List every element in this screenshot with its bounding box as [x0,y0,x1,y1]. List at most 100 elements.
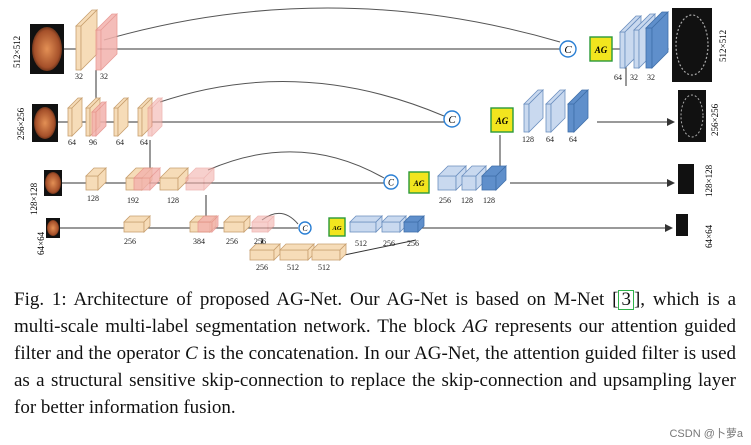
l2-enc-block-front [137,107,143,137]
l2-dec-block-side [573,89,589,133]
input-label-128: 128×128 [29,182,39,215]
l4-enc-block-front [197,221,213,233]
output-label-512: 512×512 [718,30,728,62]
l4-enc-block-side [211,215,219,233]
l2-enc-block-side [151,97,163,137]
bottleneck-block-front [279,249,309,261]
concat-label-level1: C [564,44,572,56]
l2-enc-block-front [113,107,119,137]
l3-enc-block-side [97,167,107,191]
skip-arc-level1 [103,7,561,43]
l1-dec-block-front [633,29,640,69]
concat-label-level4: C [302,224,308,233]
l2-enc-label: 64 [68,138,76,147]
bottleneck-block [279,243,315,261]
l1-enc-block-front [95,29,102,71]
l1-enc-block [95,13,118,71]
l2-enc-block-side [95,101,107,137]
l2-enc-block-side [71,97,83,137]
l2-enc-block-front [67,107,73,137]
attention-guided-filters: AG AG AG AG [328,36,613,237]
l2-enc-block-side [117,97,129,137]
l4-dec-label: 256 [383,239,395,248]
l1-dec-label: 32 [630,73,638,82]
output-image-256 [678,90,706,142]
l2-enc-block [113,97,129,137]
l3-enc-block [133,167,161,191]
l3-enc-label: 128 [167,196,179,205]
output-image-512 [672,8,712,82]
input-retina-64 [47,220,59,236]
l3-enc-block-front [159,177,179,191]
skip-arc-level2 [159,81,445,117]
input-label-64: 64×64 [36,231,46,255]
l3-enc-label: 192 [127,196,139,205]
l1-dec-block-front [645,27,653,69]
input-retina-512 [32,27,62,71]
l2-dec-block-front [523,103,530,133]
bottleneck-label: 512 [287,263,299,272]
l1-dec-block-front [619,31,626,69]
concat-circle-level4 [298,221,312,235]
l1-enc-label: 32 [100,72,108,81]
watermark: CSDN @卜萝a [669,428,743,440]
output-vessels-512 [675,14,709,76]
caption-part3: represents our attention guided filter a… [14,316,737,364]
l2-dec-block-front [567,103,575,133]
l2-dec-label: 64 [546,135,554,144]
l2-enc-block [67,97,83,137]
ag-block-level4 [328,217,346,237]
concat-label-level3: C [388,178,395,188]
l4-enc-block-side [143,215,151,233]
l4-enc-label: 256 [254,237,266,246]
l2-enc-block [147,97,163,137]
l2-dec-label: 128 [522,135,534,144]
l2-enc-block-front [91,111,97,137]
l3-enc-block-front [133,177,151,191]
l2-enc-block-front [147,107,153,137]
l4-enc-block [197,215,219,233]
bottleneck-block-front [249,249,275,261]
l3-enc-block [159,167,189,191]
concat-circle-level1 [559,40,577,58]
l4-enc-block [223,215,251,233]
l4-dec-block [403,215,425,233]
l4-dec-block-front [349,221,377,233]
concat-label-level2: C [448,114,456,126]
concat-circle-level2 [443,110,461,128]
input-size-labels: 512×512 256×256 128×128 64×64 [12,36,46,255]
l4-enc-label: 256 [226,237,238,246]
skip-connection-arcs [103,7,561,225]
l2-enc-label: 64 [116,138,124,147]
l2-enc-label: 96 [89,138,97,147]
l4-enc-label: 384 [193,237,205,246]
l4-enc-block-front [251,221,269,233]
ag-label-level1: AG [594,45,608,55]
output-label-128: 128×128 [704,164,714,197]
l2-dec-block [523,89,544,133]
bottleneck-block-side [339,243,347,261]
figure-caption: Fig. 1: Architecture of proposed AG-Net.… [14,289,737,418]
l4-enc-block-front [123,221,145,233]
input-label-256: 256×256 [16,107,26,140]
l4-dec-block [381,215,407,233]
l1-dec-block-side [651,11,669,69]
input-images [30,24,64,238]
concat-circle-level3 [383,174,399,190]
l4-dec-block-side [417,215,425,233]
input-retina-128 [45,172,61,194]
l3-enc-block [85,167,107,191]
bottleneck-block [249,243,281,261]
ag-block-level3 [408,171,430,194]
output-images [672,8,712,236]
l1-dec-label: 32 [647,73,655,82]
ag-block-level2 [490,107,514,133]
l4-enc-block [251,215,275,233]
l4-dec-block [349,215,383,233]
caption-part2: , which is a multi-scale multi-label seg… [14,289,737,337]
l3-dec-block [461,165,487,191]
caption-part4: is the concatenation. In our AG-Net, the… [14,343,737,418]
bottleneck-label: 256 [256,263,268,272]
citation-link[interactable]: 3 [618,290,634,310]
l2-dec-block [545,89,566,133]
